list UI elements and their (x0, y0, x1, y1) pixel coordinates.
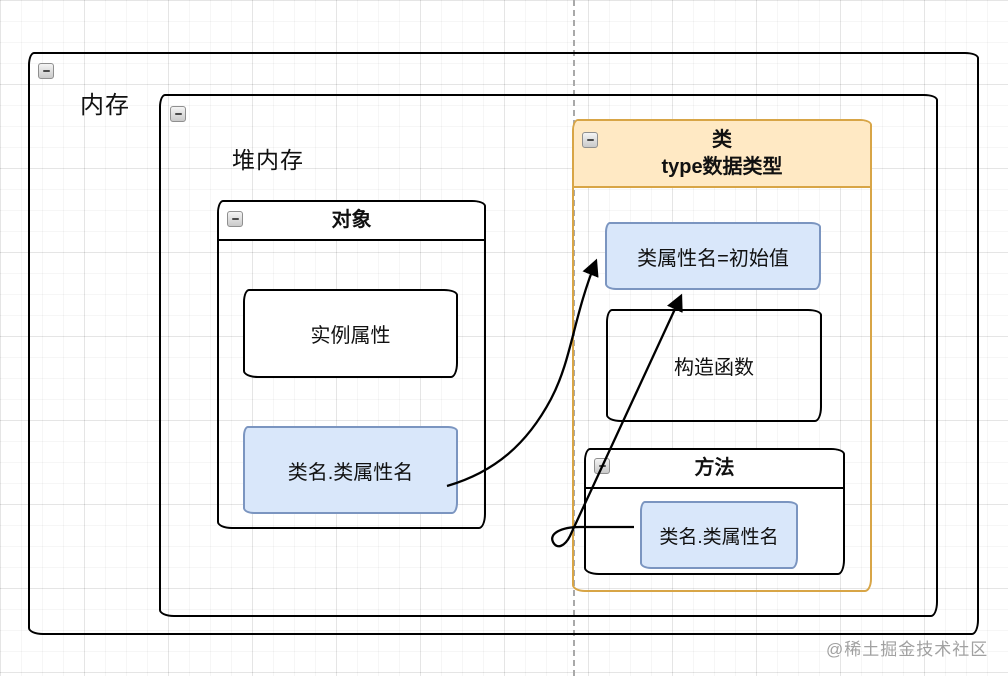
methods-class-attr-ref-box: 类名.类属性名 (640, 501, 798, 569)
object-title: 对象 (219, 202, 484, 241)
collapse-icon[interactable] (227, 211, 243, 227)
watermark: @稀土掘金技术社区 (826, 640, 989, 659)
minus-icon (586, 139, 594, 141)
minus-icon (174, 113, 182, 115)
constructor-box: 构造函数 (606, 309, 822, 422)
class-attr-init-box: 类属性名=初始值 (605, 222, 821, 290)
methods-title: 方法 (586, 450, 843, 489)
minus-icon (231, 218, 239, 220)
object-swimlane: 对象 实例属性 类名.类属性名 (217, 200, 486, 529)
memory-label: 内存 (80, 92, 130, 119)
collapse-icon[interactable] (582, 132, 598, 148)
methods-swimlane: 方法 类名.类属性名 (584, 448, 845, 575)
minus-icon (42, 70, 50, 72)
minus-icon (598, 465, 606, 467)
class-swimlane: 类 type数据类型 类属性名=初始值 构造函数 方法 类名.类属性名 (572, 119, 872, 592)
heap-container: 堆内存 对象 实例属性 类名.类属性名 (159, 94, 938, 617)
collapse-icon[interactable] (594, 458, 610, 474)
collapse-icon[interactable] (38, 63, 54, 79)
class-title: 类 type数据类型 (574, 121, 870, 188)
object-class-attr-ref-box: 类名.类属性名 (243, 426, 458, 514)
memory-container: 内存 堆内存 对象 实例属性 类名.类属性名 类 type数据类型 类属性名=初… (28, 52, 979, 635)
class-title-line2: type数据类型 (661, 155, 783, 178)
instance-attrs-box: 实例属性 (243, 289, 458, 378)
heap-label: 堆内存 (232, 147, 304, 173)
class-title-line1: 类 (712, 128, 732, 151)
collapse-icon[interactable] (170, 106, 186, 122)
